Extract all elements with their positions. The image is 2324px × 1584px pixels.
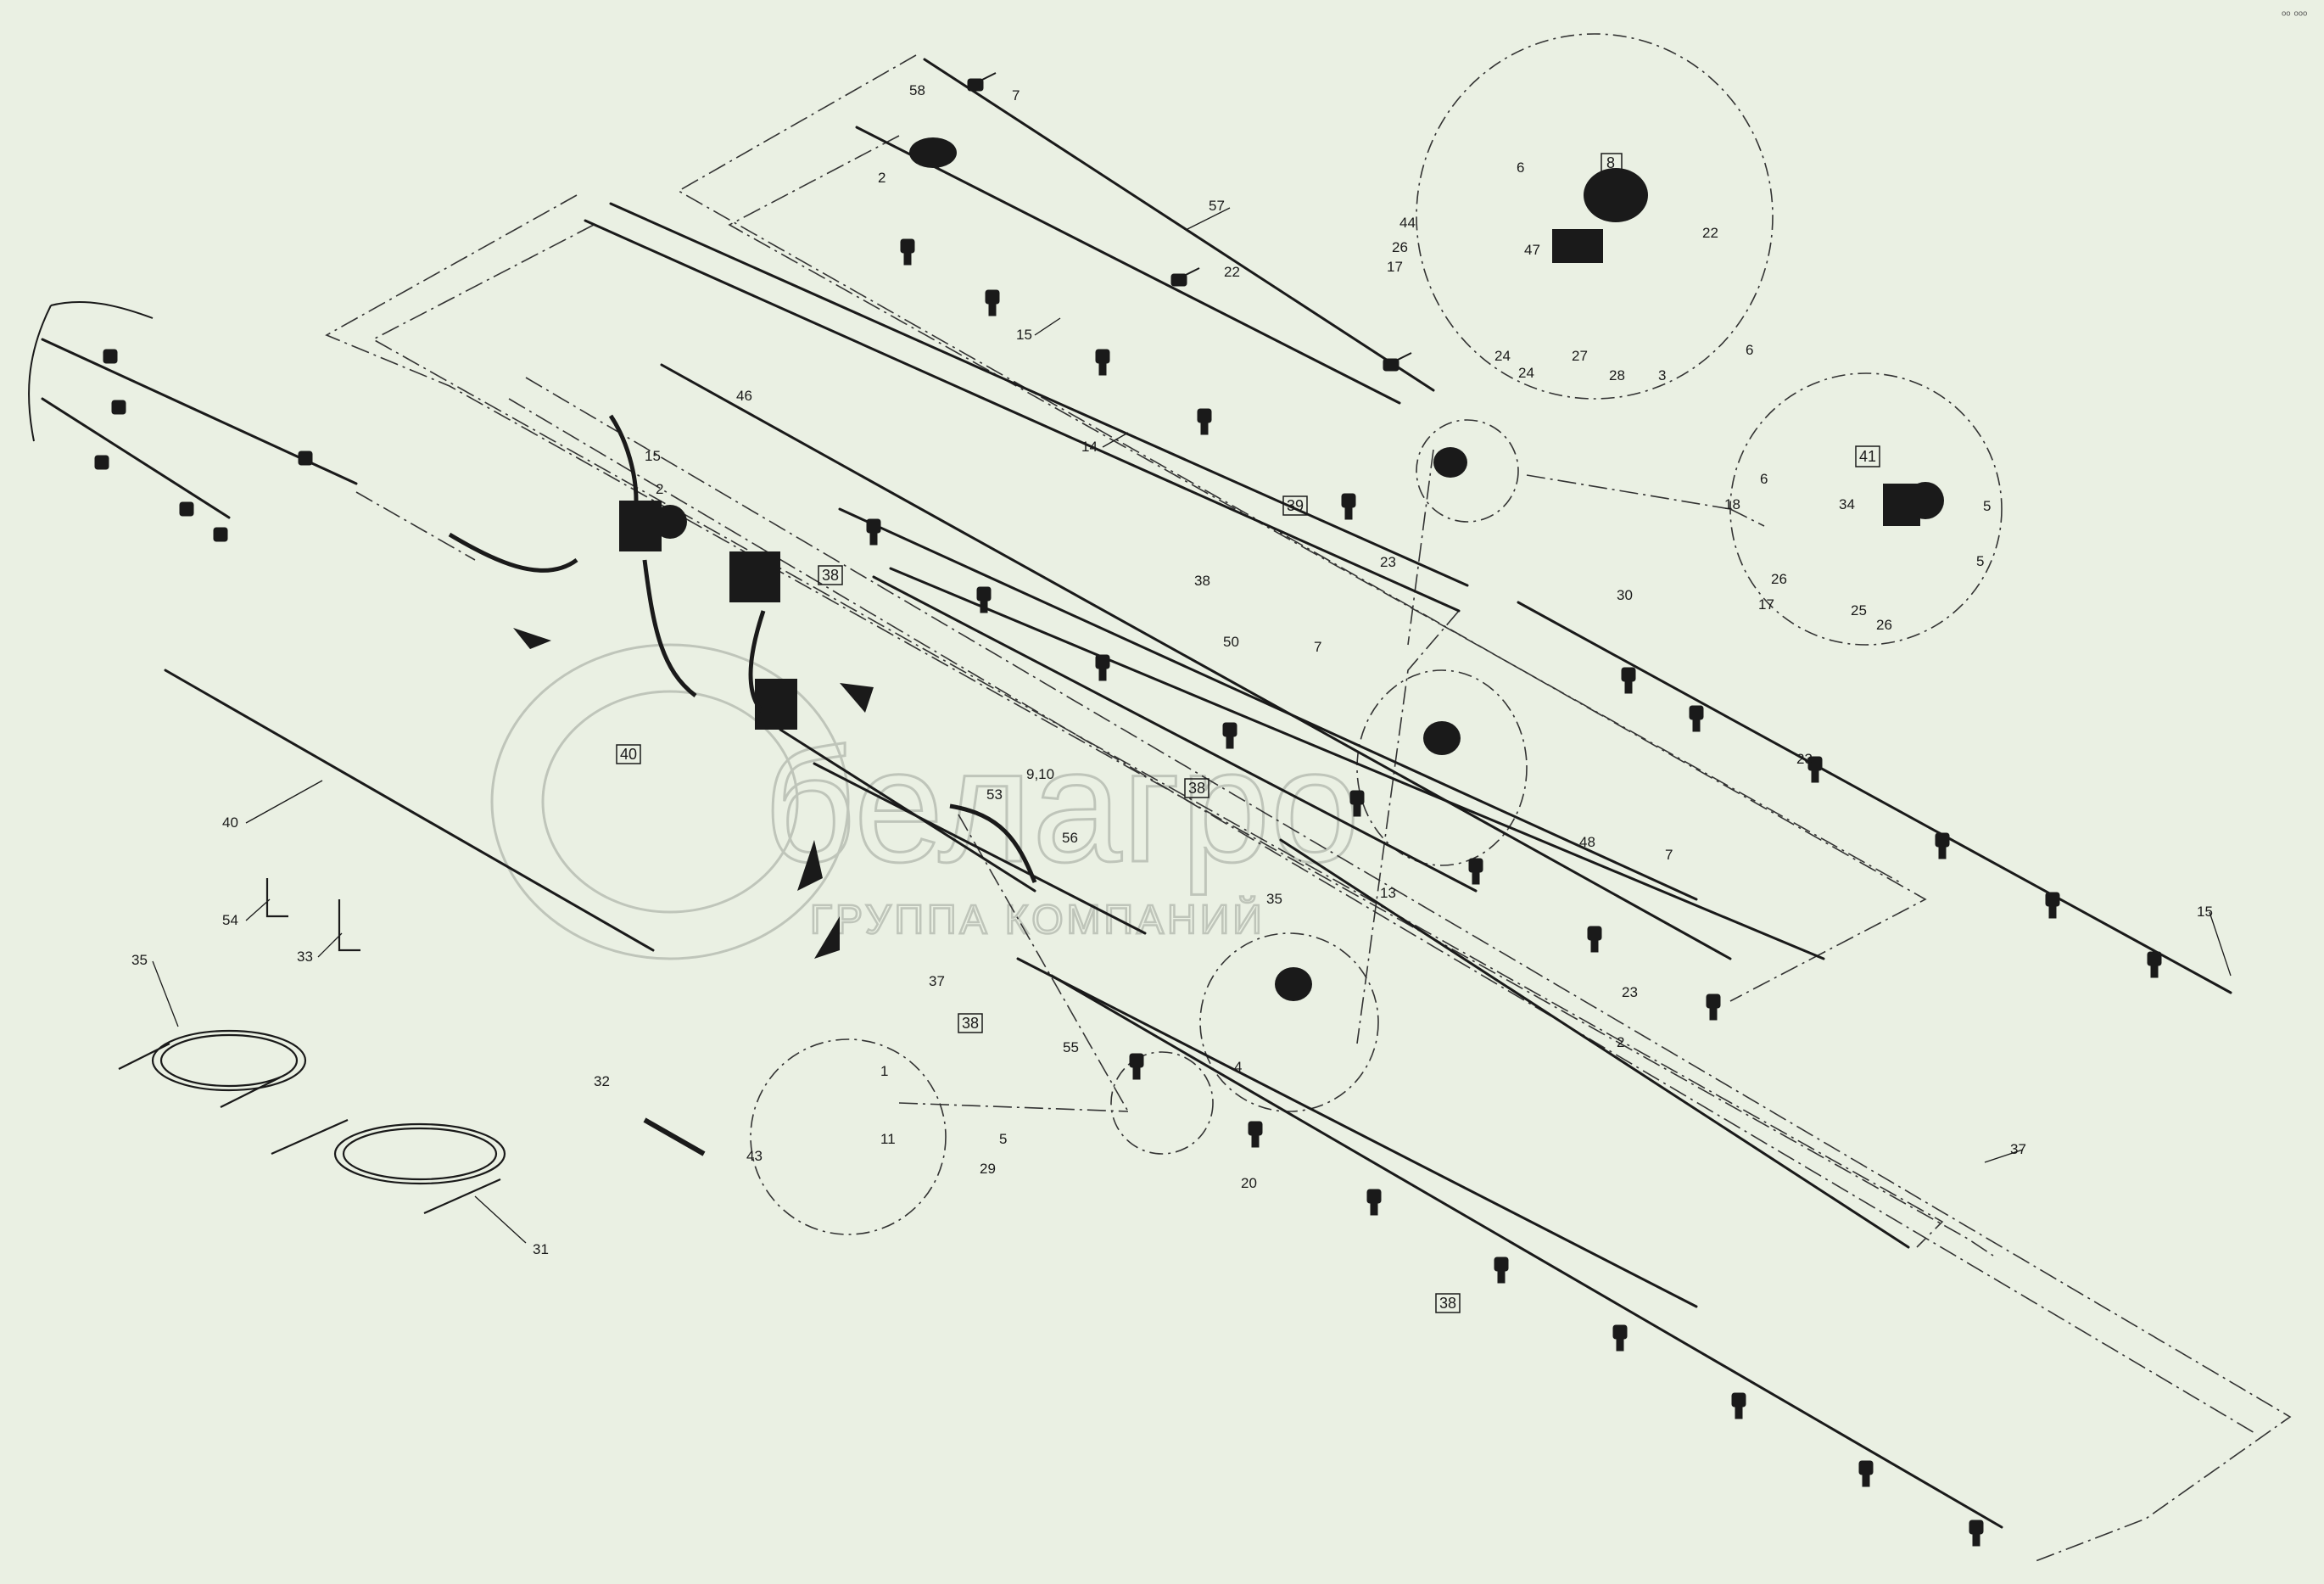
callout-label: 20	[1241, 1175, 1257, 1191]
loose-parts	[118, 878, 706, 1215]
callout-label: 6	[1517, 160, 1524, 176]
callout-label: 27	[1572, 348, 1588, 364]
callout-label: 29	[980, 1161, 996, 1177]
callout-label: 22	[1702, 225, 1718, 241]
boxed-callout-label: 39	[1287, 497, 1304, 514]
callout-label: 38	[1194, 573, 1210, 589]
corner-mark: ᵒᵒ ᵒᵒᵒ	[2282, 8, 2307, 21]
callout-label: 6	[1746, 342, 1753, 358]
callout-label: 26	[1876, 617, 1892, 633]
callout-label: 6	[1760, 471, 1768, 487]
callout-label: 15	[645, 448, 661, 464]
callout-label: 58	[909, 82, 925, 98]
leader-lines	[152, 207, 2232, 1244]
callout-label: 2	[656, 481, 663, 497]
callout-label: 4	[1234, 1059, 1242, 1075]
callout-label: 13	[1380, 885, 1396, 901]
callout-label: 25	[1851, 602, 1867, 618]
callout-label: 7	[1012, 87, 1020, 104]
callout-label: 32	[594, 1073, 610, 1089]
tank-outline	[28, 301, 154, 442]
callout-label: 34	[1839, 496, 1855, 512]
callout-label: 44	[1399, 215, 1416, 231]
boxed-callout-label: 41	[1859, 448, 1876, 465]
callout-label: 28	[1609, 367, 1625, 383]
watermark: белагро ГРУППА КОМПАНИЙ	[490, 643, 1361, 960]
watermark-tagline: ГРУППА КОМПАНИЙ	[810, 896, 1265, 943]
callout-label: 9,10	[1026, 766, 1054, 782]
callout-label: 47	[1524, 242, 1540, 258]
boxed-callout-label: 38	[1439, 1295, 1456, 1312]
callout-label: 5	[1976, 553, 1984, 569]
callout-label: 37	[929, 973, 945, 989]
callout-label: 2	[878, 170, 885, 186]
callout-label: 46	[736, 388, 752, 404]
callout-label: 31	[533, 1241, 549, 1257]
callout-label: 43	[746, 1148, 763, 1164]
assembly-frame-lines	[325, 54, 2292, 1562]
nozzle-clamps	[94, 72, 2162, 1547]
boom-pipes	[41, 58, 2232, 1529]
callout-label: 55	[1063, 1039, 1079, 1055]
callout-label: 11	[880, 1131, 896, 1147]
callout-label: 5	[1983, 498, 1991, 514]
boxed-callout-label: 8	[1606, 154, 1615, 171]
callout-label: 18	[1724, 496, 1740, 512]
callout-label: 48	[1579, 834, 1595, 850]
valve-assemblies	[619, 137, 1944, 1001]
callout-label: 40	[222, 814, 238, 831]
callout-label: 3	[1658, 367, 1666, 383]
callout-label: 17	[1387, 259, 1403, 275]
callout-label: 26	[1771, 571, 1787, 587]
callout-label: 35	[1266, 891, 1282, 907]
callout-labels: 58 7 2 57 22 15 14 38 50 7 23 15 46 2 40…	[131, 82, 2213, 1257]
callout-label: 1	[880, 1063, 888, 1079]
detail-circles	[750, 33, 2003, 1235]
boxed-callouts: 8 41 39 38 40 38 38 38	[616, 153, 1880, 1313]
callout-label: 30	[1617, 587, 1633, 603]
callout-label: 17	[1758, 596, 1774, 613]
callout-label: 14	[1081, 439, 1098, 455]
callout-label: 23	[1380, 554, 1396, 570]
callout-label: 15	[2197, 904, 2213, 920]
flow-arrows	[513, 628, 874, 959]
boxed-callout-label: 38	[1188, 780, 1205, 797]
callout-label: 23	[1622, 984, 1638, 1000]
callout-label: 54	[222, 912, 238, 928]
hoses	[448, 414, 1037, 883]
callout-label: 53	[986, 786, 1003, 803]
callout-label: 57	[1209, 198, 1225, 214]
callout-label: 50	[1223, 634, 1239, 650]
boxed-callout-label: 40	[620, 746, 637, 763]
callout-label: 5	[999, 1131, 1007, 1147]
callout-label: 23	[1796, 751, 1813, 767]
callout-label: 7	[1314, 639, 1321, 655]
callout-label: 24	[1518, 365, 1534, 381]
watermark-brand: белагро	[763, 716, 1360, 896]
callout-label: 26	[1392, 239, 1408, 255]
callout-label: 35	[131, 952, 148, 968]
callout-label: 37	[2010, 1141, 2026, 1157]
boxed-callout-label: 38	[822, 567, 839, 584]
callout-label: 15	[1016, 327, 1032, 343]
callout-label: 33	[297, 949, 313, 965]
callout-label: 7	[1665, 847, 1673, 863]
callout-label: 56	[1062, 830, 1078, 846]
callout-label: 24	[1494, 348, 1511, 364]
boxed-callout-label: 38	[962, 1015, 979, 1032]
callout-label: 2	[1617, 1034, 1624, 1050]
callout-label: 22	[1224, 264, 1240, 280]
